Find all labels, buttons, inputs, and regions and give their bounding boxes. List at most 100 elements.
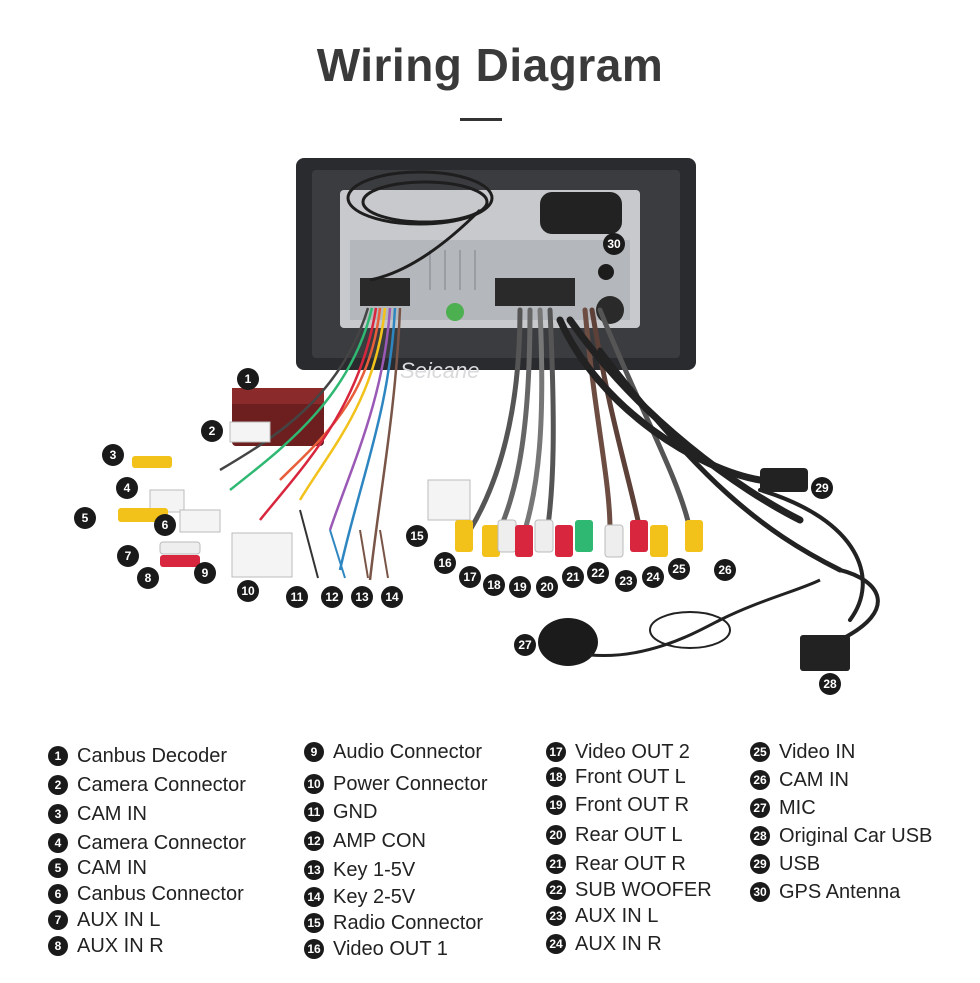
legend-badge: 14 <box>304 887 324 907</box>
svg-text:28: 28 <box>823 677 837 691</box>
callout-24: 24 <box>642 566 664 588</box>
usb-connector <box>760 468 808 492</box>
callout-3: 3 <box>102 444 124 466</box>
legend-label: AUX IN L <box>575 904 659 927</box>
legend-item: 17 Video OUT 2 <box>546 738 712 766</box>
legend-label: Canbus Decoder <box>77 744 228 767</box>
legend-badge: 4 <box>48 833 68 853</box>
legend-badge: 24 <box>546 934 566 954</box>
legend-item: 28 Original Car USB <box>750 822 932 850</box>
callout-18: 18 <box>483 574 505 596</box>
page-title: Wiring Diagram <box>316 39 664 91</box>
legend-label: AUX IN R <box>575 932 662 955</box>
svg-text:16: 16 <box>438 556 452 570</box>
callout-13: 13 <box>351 586 373 608</box>
legend-badge: 19 <box>546 795 566 815</box>
mic <box>538 618 598 666</box>
gps-antenna <box>540 192 622 234</box>
callout-7: 7 <box>117 545 139 567</box>
legend-label: Audio Connector <box>333 740 482 763</box>
callout-5: 5 <box>74 507 96 529</box>
callout-6: 6 <box>154 514 176 536</box>
legend-label: USB <box>779 852 821 875</box>
legend-badge: 10 <box>304 774 324 794</box>
legend-badge: 12 <box>304 831 324 851</box>
svg-text:13: 13 <box>355 590 369 604</box>
legend-label: CAM IN <box>77 802 147 825</box>
legend-label: Original Car USB <box>779 824 933 847</box>
svg-text:19: 19 <box>513 580 527 594</box>
callout-30: 30 <box>603 233 625 255</box>
legend-item: 15 Radio Connector <box>304 909 488 937</box>
callout-29: 29 <box>811 477 833 499</box>
legend-label: Radio Connector <box>333 911 484 934</box>
legend-label: SUB WOOFER <box>575 878 712 901</box>
svg-text:20: 20 <box>540 580 554 594</box>
legend-badge: 17 <box>546 742 566 762</box>
svg-text:1: 1 <box>245 372 252 386</box>
callout-27: 27 <box>514 634 536 656</box>
callout-10: 10 <box>237 580 259 602</box>
svg-text:18: 18 <box>487 578 501 592</box>
power-connector <box>231 532 293 578</box>
legend-item: 24 AUX IN R <box>546 930 712 958</box>
legend-item: 29 USB <box>750 850 932 878</box>
legend-badge: 22 <box>546 880 566 900</box>
legend-label: MIC <box>779 796 816 819</box>
legend-badge: 6 <box>48 884 68 904</box>
legend-badge: 2 <box>48 775 68 795</box>
legend-badge: 3 <box>48 804 68 824</box>
svg-text:6: 6 <box>162 518 169 532</box>
callout-8: 8 <box>137 567 159 589</box>
legend-item: 23 AUX IN L <box>546 902 712 930</box>
legend-badge: 29 <box>750 854 770 874</box>
svg-text:5: 5 <box>82 511 89 525</box>
legend-badge: 30 <box>750 882 770 902</box>
svg-text:2: 2 <box>209 424 216 438</box>
legend-label: Video OUT 2 <box>575 740 690 763</box>
legend-label: CAM IN <box>779 768 849 791</box>
callout-25: 25 <box>668 558 690 580</box>
legend-badge: 18 <box>546 767 566 787</box>
legend-item: 22 SUB WOOFER <box>546 876 712 904</box>
legend-badge: 1 <box>48 746 68 766</box>
legend-badge: 7 <box>48 910 68 930</box>
callout-4: 4 <box>116 477 138 499</box>
legend-label: Rear OUT R <box>575 852 686 875</box>
legend-badge: 15 <box>304 913 324 933</box>
svg-text:17: 17 <box>463 570 477 584</box>
legend-label: GND <box>333 800 378 823</box>
radio-connector <box>427 479 471 521</box>
callout-11: 11 <box>286 586 308 608</box>
legend-badge: 8 <box>48 936 68 956</box>
callout-16: 16 <box>434 552 456 574</box>
svg-text:26: 26 <box>718 563 732 577</box>
svg-text:7: 7 <box>125 549 132 563</box>
legend-item: 3 CAM IN <box>48 800 246 828</box>
legend-badge: 28 <box>750 826 770 846</box>
legend-badge: 26 <box>750 770 770 790</box>
svg-text:27: 27 <box>518 638 532 652</box>
svg-text:24: 24 <box>646 570 660 584</box>
callout-2: 2 <box>201 420 223 442</box>
legend-item: 4 Camera Connector <box>48 829 246 857</box>
legend-label: Key 1-5V <box>333 858 416 881</box>
legend-label: Camera Connector <box>77 831 246 854</box>
svg-text:25: 25 <box>672 562 686 576</box>
callout-20: 20 <box>536 576 558 598</box>
legend-badge: 11 <box>304 802 324 822</box>
legend-badge: 23 <box>546 906 566 926</box>
legend-label: Rear OUT L <box>575 823 683 846</box>
